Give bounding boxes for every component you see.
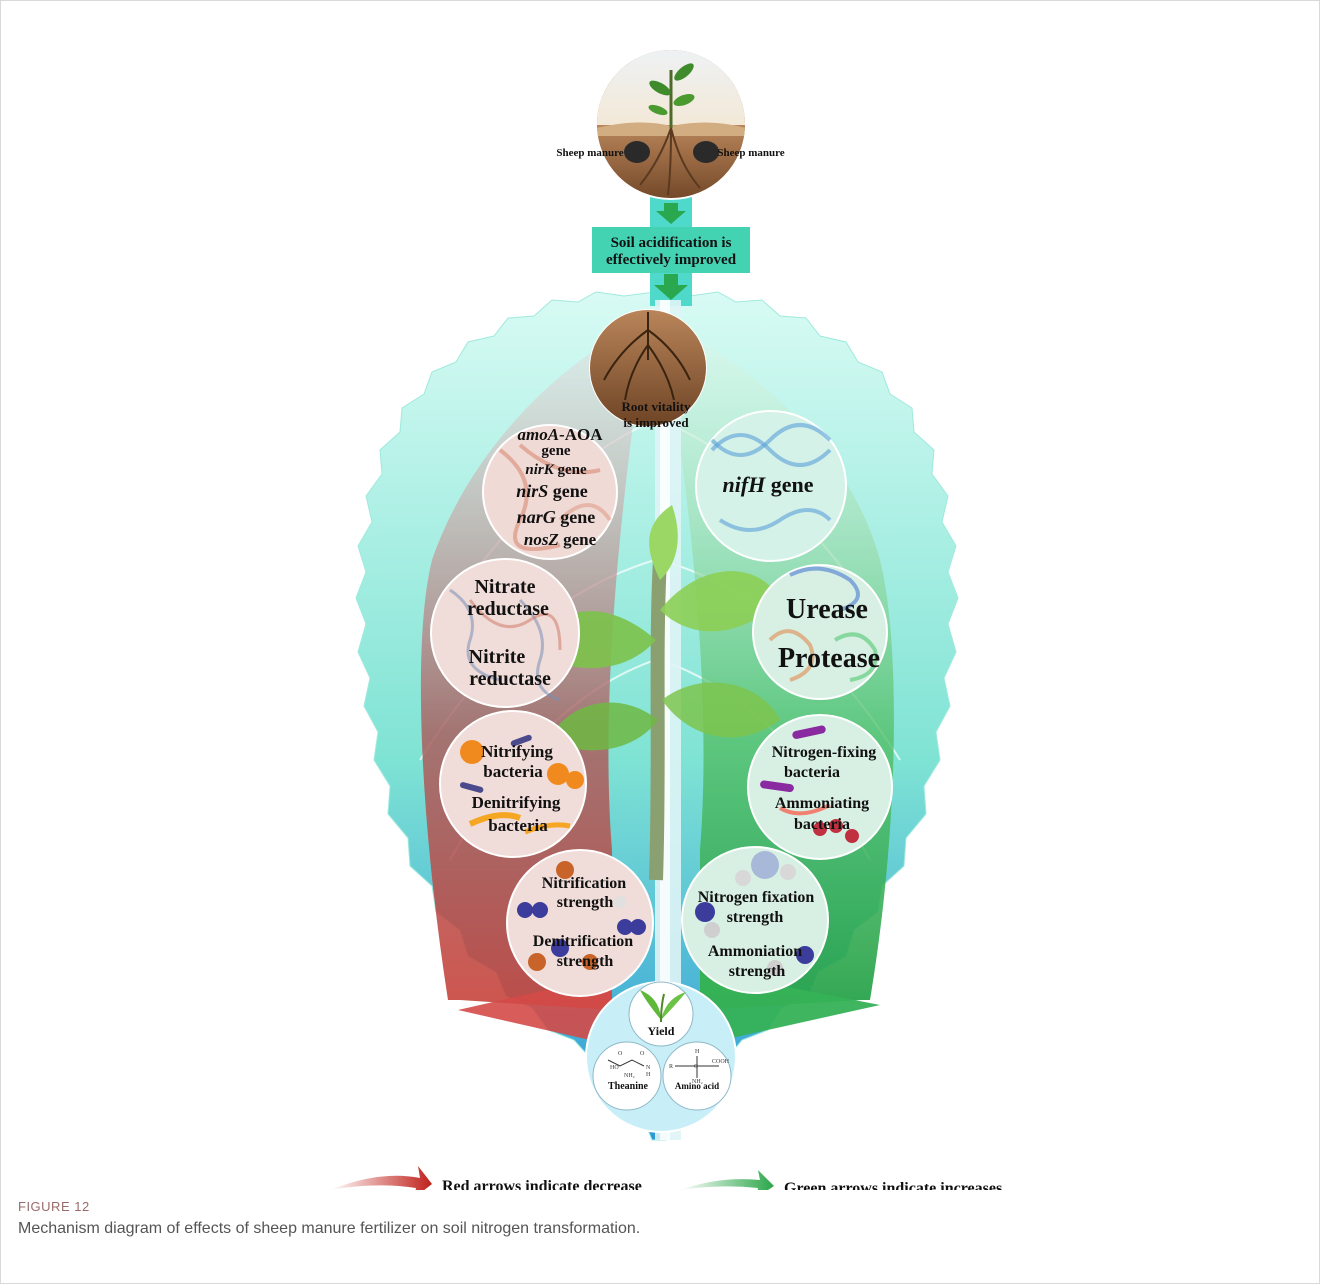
amino-cooh: COOH [712, 1059, 730, 1065]
outcome-circle [586, 982, 736, 1132]
theanine-ho: HO [610, 1065, 619, 1071]
right-bacteria-circle [748, 715, 892, 859]
gene-nirK: nirK gene [525, 462, 587, 478]
strength-label-1: strength [557, 894, 614, 911]
gene-label: gene [541, 443, 571, 459]
manure-right-icon [693, 141, 719, 163]
enzyme-urease: Urease [786, 594, 868, 625]
theanine-o1: O [618, 1051, 623, 1057]
legend-red-arrow [330, 1166, 432, 1190]
strength-label-3: strength [727, 909, 784, 926]
enzyme-nitrate: Nitrate [474, 576, 535, 598]
theanine-o2: O [640, 1051, 645, 1057]
amino-h: H [695, 1049, 700, 1055]
enzyme-nitrite: Nitrite [469, 646, 526, 668]
root-line1: Root vitality [622, 399, 691, 414]
bacteria-label-2: bacteria [488, 816, 548, 835]
strength-nitrification: Nitrification [542, 875, 627, 892]
enzyme-protease: Protease [778, 643, 880, 674]
enzyme-reductase-1: reductase [467, 598, 549, 620]
strength-denitrification: Denitrification [533, 933, 634, 950]
gene-nifH: nifH gene [722, 472, 813, 497]
acid-line1: Soil acidification is [611, 235, 732, 251]
outcome-theanine: Theanine [608, 1081, 649, 1092]
theanine-n: N [646, 1065, 651, 1071]
legend-red-text: Red arrows indicate decrease [442, 1178, 642, 1190]
strength-label-4: strength [729, 963, 786, 980]
figure-label: FIGURE 12 [18, 1199, 90, 1214]
enzyme-reductase-2: reductase [469, 668, 551, 690]
amino-r: R [669, 1064, 673, 1070]
gene-amoA: amoA-AOA [517, 425, 603, 444]
bacteria-label-3: bacteria [784, 764, 840, 781]
bacteria-denitrifying: Denitrifying [472, 793, 561, 812]
theanine-h: H [646, 1072, 651, 1078]
figure-caption: Mechanism diagram of effects of sheep ma… [18, 1220, 640, 1238]
amino-c: C [694, 1064, 698, 1070]
manure-left-icon [624, 141, 650, 163]
right-enzymes-circle [753, 565, 887, 699]
sheep-manure-left: Sheep manure [556, 147, 623, 159]
strength-label-2: strength [557, 953, 614, 970]
top-plant-circle [596, 48, 746, 205]
gene-narG: narG gene [517, 507, 596, 527]
bacteria-label-1: bacteria [483, 762, 543, 781]
gene-nirS: nirS gene [516, 481, 588, 501]
bacteria-nitrogen-fixing: Nitrogen-fixing [772, 744, 877, 761]
strength-ammoniation: Ammoniation [708, 943, 802, 960]
sheep-manure-right: Sheep manure [717, 147, 784, 159]
theanine-nh2: NH₂ [624, 1073, 635, 1079]
gene-nosZ: nosZ gene [524, 530, 597, 549]
bacteria-label-4: bacteria [794, 816, 850, 833]
mechanism-diagram: Soil acidification is effectively improv… [0, 0, 1320, 1190]
outcome-yield: Yield [648, 1024, 675, 1038]
bacteria-nitrifying: Nitrifying [481, 742, 553, 761]
left-strength-circle [507, 850, 653, 996]
strength-nitrogen-fixation: Nitrogen fixation [698, 889, 815, 906]
legend-green-arrow [680, 1170, 774, 1190]
amino-nh2: NH₂ [692, 1079, 703, 1085]
acid-line2: effectively improved [606, 252, 737, 268]
bacteria-ammoniating: Ammoniating [775, 795, 869, 812]
left-bacteria-circle [440, 711, 586, 857]
root-line2: is improved [623, 415, 689, 430]
legend-green-text: Green arrows indicate increases [784, 1180, 1002, 1190]
